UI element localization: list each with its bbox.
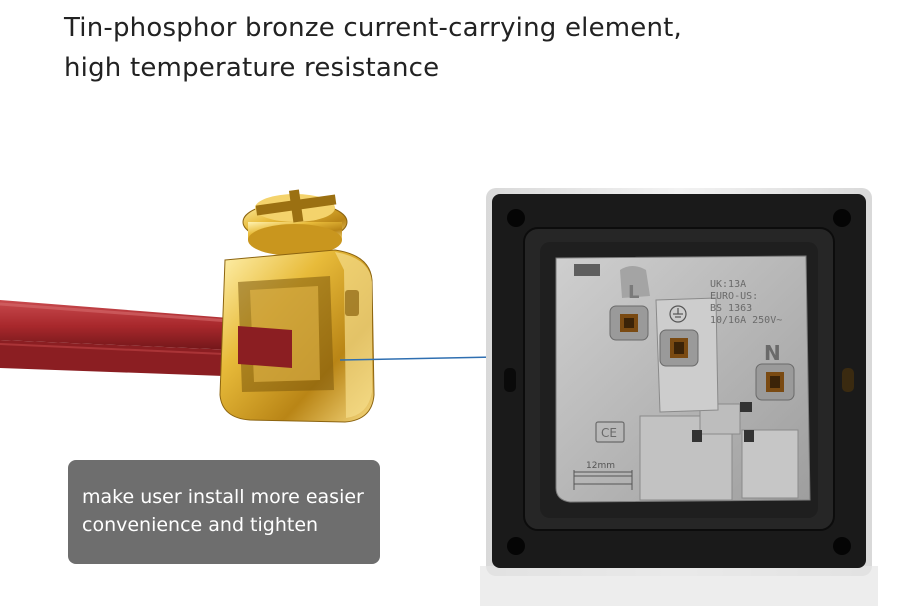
caption-box: make user install more easier convenienc… (68, 460, 380, 564)
terminal-n-label: N (764, 341, 781, 365)
caption-line-2: convenience and tighten (82, 514, 319, 536)
socket-back: L N UK:13A EURO-US: BS 1363 10/16A 250V~… (480, 188, 878, 606)
wire-strip-gauge: 12mm (573, 461, 633, 490)
red-wire (0, 300, 282, 378)
terminal-clamp (0, 189, 375, 423)
terminal-l-screw (609, 305, 649, 341)
rating-line-4: 10/16A 250V~ (710, 315, 782, 326)
earth-symbol-icon (669, 305, 687, 323)
headline-line-1: Tin-phosphor bronze current-carrying ele… (64, 13, 683, 43)
caption-line-1: make user install more easier (82, 486, 364, 508)
wire-gauge-text: 12mm (586, 461, 615, 471)
terminal-e-screw (659, 329, 699, 367)
screw-icon (242, 189, 348, 256)
headline-line-2: high temperature resistance (64, 53, 440, 83)
rating-line-1: UK:13A (710, 279, 746, 290)
rating-line-3: BS 1363 (710, 303, 752, 314)
terminal-l-label: L (628, 282, 639, 303)
ce-mark-text: CE (601, 426, 617, 440)
terminal-n-screw (755, 363, 795, 401)
ce-mark-icon: CE (595, 421, 625, 443)
rating-line-2: EURO-US: (710, 291, 758, 302)
headline: Tin-phosphor bronze current-carrying ele… (64, 8, 764, 88)
rating-label: UK:13A EURO-US: BS 1363 10/16A 250V~ (710, 279, 782, 326)
